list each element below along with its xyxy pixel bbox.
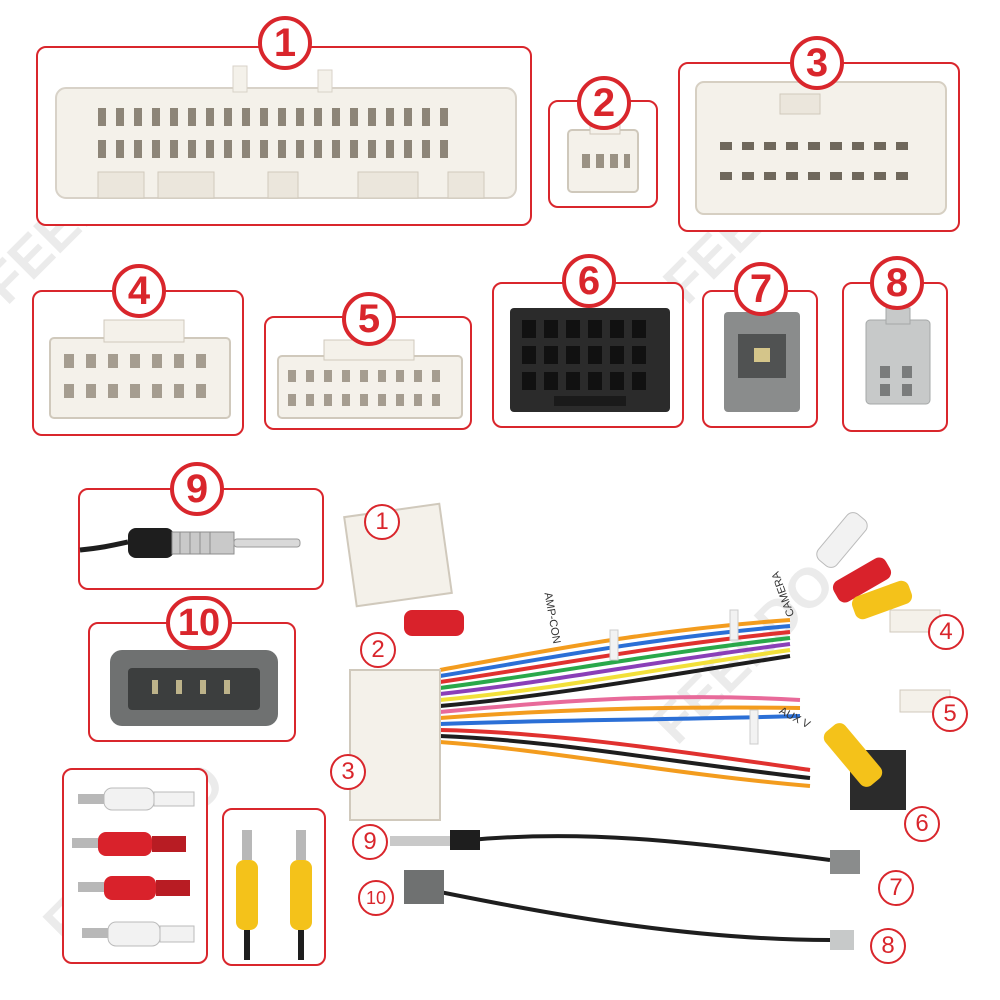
panel-connector-3 [678,62,960,232]
connector-3-image [695,81,947,215]
harness-label-2: 2 [360,632,396,668]
panel-connector-6 [492,282,684,428]
harness-label-4: 4 [928,614,964,650]
connector-9-image [79,528,301,558]
panel-number-7: 7 [734,262,788,316]
panel-number-6: 6 [562,254,616,308]
panel-number-8: 8 [870,256,924,310]
panel-connector-1 [36,46,532,226]
panel-connector-5 [264,316,472,430]
connector-10-image [110,650,278,726]
harness-label-6: 6 [904,806,940,842]
harness-label-8: 8 [870,928,906,964]
rca-yellow-image [236,830,312,960]
rca-plugs-image [72,787,195,947]
panel-number-3: 3 [790,36,844,90]
connector-7-image [724,312,800,412]
connector-4-image [49,319,231,419]
panel-number-5: 5 [342,292,396,346]
panel-connector-9 [78,488,324,590]
panel-number-9: 9 [170,462,224,516]
panel-number-10: 10 [166,596,232,650]
panel-rca-plugs [62,768,208,964]
connector-6-image [510,308,670,412]
harness-label-1: 1 [364,504,400,540]
harness-label-3: 3 [330,754,366,790]
panel-number-2: 2 [577,76,631,130]
panel-number-4: 4 [112,264,166,318]
harness-label-9: 9 [352,824,388,860]
panel-number-1: 1 [258,16,312,70]
harness-label-10: 10 [358,880,394,916]
panel-rca-yellow [222,808,326,966]
connector-5-image [277,339,463,419]
panel-connector-7 [702,290,818,428]
harness-label-5: 5 [932,696,968,732]
connector-1-image [55,65,517,199]
harness-label-7: 7 [878,870,914,906]
